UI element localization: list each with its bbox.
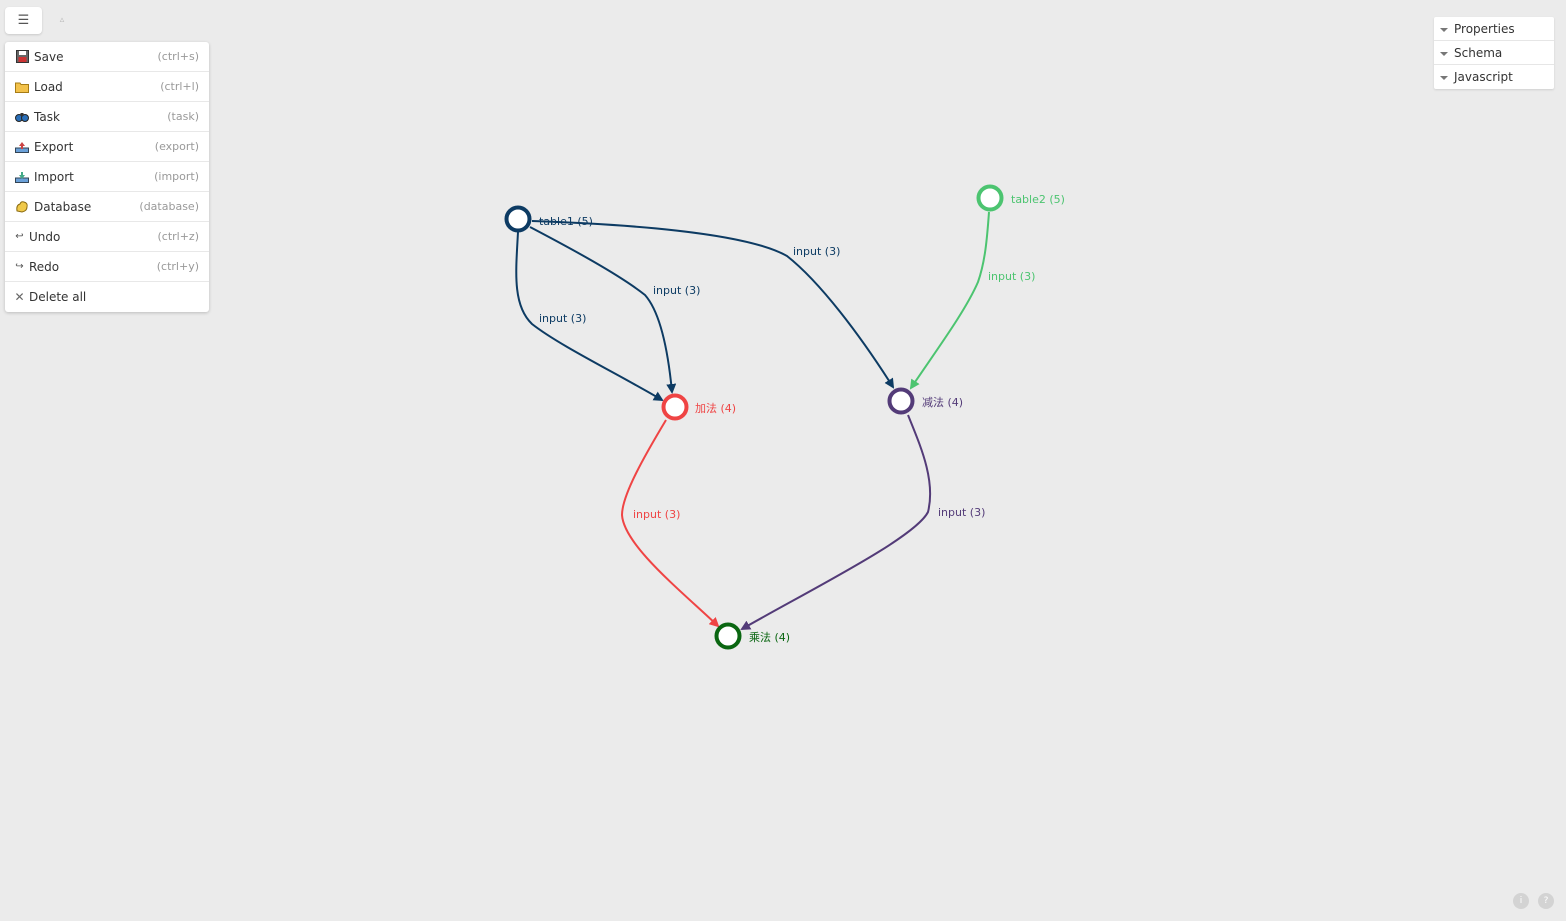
node-label: 减法 (4) [922, 395, 963, 409]
menu-item-export[interactable]: Export (export) [5, 132, 209, 162]
menu-item-load[interactable]: Load (ctrl+l) [5, 72, 209, 102]
menu-item-shortcut: (ctrl+l) [160, 80, 199, 93]
edge-table1-sub[interactable] [531, 220, 895, 389]
menu-item-shortcut: (import) [154, 170, 199, 183]
caret-down-icon [1440, 76, 1448, 80]
panel-section-label: Properties [1454, 21, 1515, 36]
menu-item-label: Database [34, 199, 92, 214]
node-sub[interactable] [887, 387, 915, 415]
collapse-button[interactable]: ▵ [55, 13, 69, 27]
node-label: table1 (5) [539, 215, 593, 228]
menu-item-label: Import [34, 169, 74, 184]
edge-add-mul[interactable] [620, 419, 720, 628]
edge-sub-mul[interactable] [740, 414, 932, 630]
edge-table1-add-2[interactable] [529, 226, 677, 394]
menu-item-label: Save [34, 49, 64, 64]
redo-icon: ↪ [15, 261, 24, 272]
node-label: 加法 (4) [695, 401, 736, 415]
menu-item-label: Delete all [29, 290, 87, 304]
undo-icon: ↩ [15, 231, 24, 242]
database-icon [15, 200, 29, 214]
menu-item-label: Export [34, 139, 74, 154]
node-add[interactable] [661, 393, 689, 421]
menu-item-task[interactable]: Task (task) [5, 102, 209, 132]
hamburger-icon: ☰ [17, 13, 30, 28]
panel-section-label: Javascript [1454, 70, 1513, 84]
menu-item-delete-all[interactable]: ✕ Delete all [5, 282, 209, 312]
panel-section-javascript[interactable]: Javascript [1434, 65, 1554, 89]
node-mul[interactable] [714, 622, 742, 650]
node-table2[interactable] [976, 184, 1004, 212]
menu-item-label: Load [34, 79, 63, 94]
panel-section-label: Schema [1454, 45, 1503, 60]
menu-item-shortcut: (export) [154, 140, 199, 153]
export-icon [15, 140, 29, 154]
panel-section-schema[interactable]: Schema [1434, 41, 1554, 65]
side-panel: Properties Schema Javascript [1434, 17, 1554, 89]
node-label: table2 (5) [1011, 193, 1065, 206]
edge-label: input (3) [793, 245, 840, 258]
binoculars-icon [15, 110, 29, 124]
menu-item-undo[interactable]: ↩ Undo (ctrl+z) [5, 222, 209, 252]
menu-item-shortcut: (ctrl+y) [156, 260, 199, 273]
menu-item-save[interactable]: Save (ctrl+s) [5, 42, 209, 72]
close-icon: ✕ [14, 290, 25, 304]
menu-item-shortcut: (ctrl+s) [157, 50, 199, 63]
menu-item-shortcut: (task) [167, 110, 199, 123]
menu-item-database[interactable]: Database (database) [5, 192, 209, 222]
help-button[interactable]: ? [1538, 893, 1554, 909]
main-menu: Save (ctrl+s) Load (ctrl+l) Task (task) … [5, 42, 209, 312]
menu-item-import[interactable]: Import (import) [5, 162, 209, 192]
menu-item-shortcut: (database) [139, 200, 199, 213]
menu-item-label: Redo [29, 259, 60, 274]
node-table1[interactable] [504, 205, 532, 233]
info-icon: i [1519, 896, 1523, 906]
edge-table1-add-1[interactable] [515, 231, 664, 402]
folder-icon [15, 80, 29, 94]
info-button[interactable]: i [1513, 893, 1529, 909]
edge-label: input (3) [633, 508, 680, 521]
floppy-icon [15, 50, 29, 64]
edge-label: input (3) [653, 284, 700, 297]
caret-down-icon [1440, 27, 1448, 32]
help-icon: ? [1543, 896, 1549, 906]
edge-label: input (3) [539, 312, 586, 325]
menu-item-redo[interactable]: ↪ Redo (ctrl+y) [5, 252, 209, 282]
import-icon [15, 170, 29, 184]
edge-label: input (3) [938, 506, 985, 519]
triangle-up-icon: ▵ [59, 15, 65, 25]
menu-item-shortcut: (ctrl+z) [157, 230, 199, 243]
menu-toggle-button[interactable]: ☰ [5, 7, 42, 34]
caret-down-icon [1440, 51, 1448, 56]
panel-section-properties[interactable]: Properties [1434, 17, 1554, 41]
node-label: 乘法 (4) [749, 630, 790, 644]
menu-item-label: Task [34, 109, 60, 124]
edge-label: input (3) [988, 270, 1035, 283]
menu-item-label: Undo [29, 229, 61, 244]
edge-table2-sub[interactable] [909, 211, 990, 390]
